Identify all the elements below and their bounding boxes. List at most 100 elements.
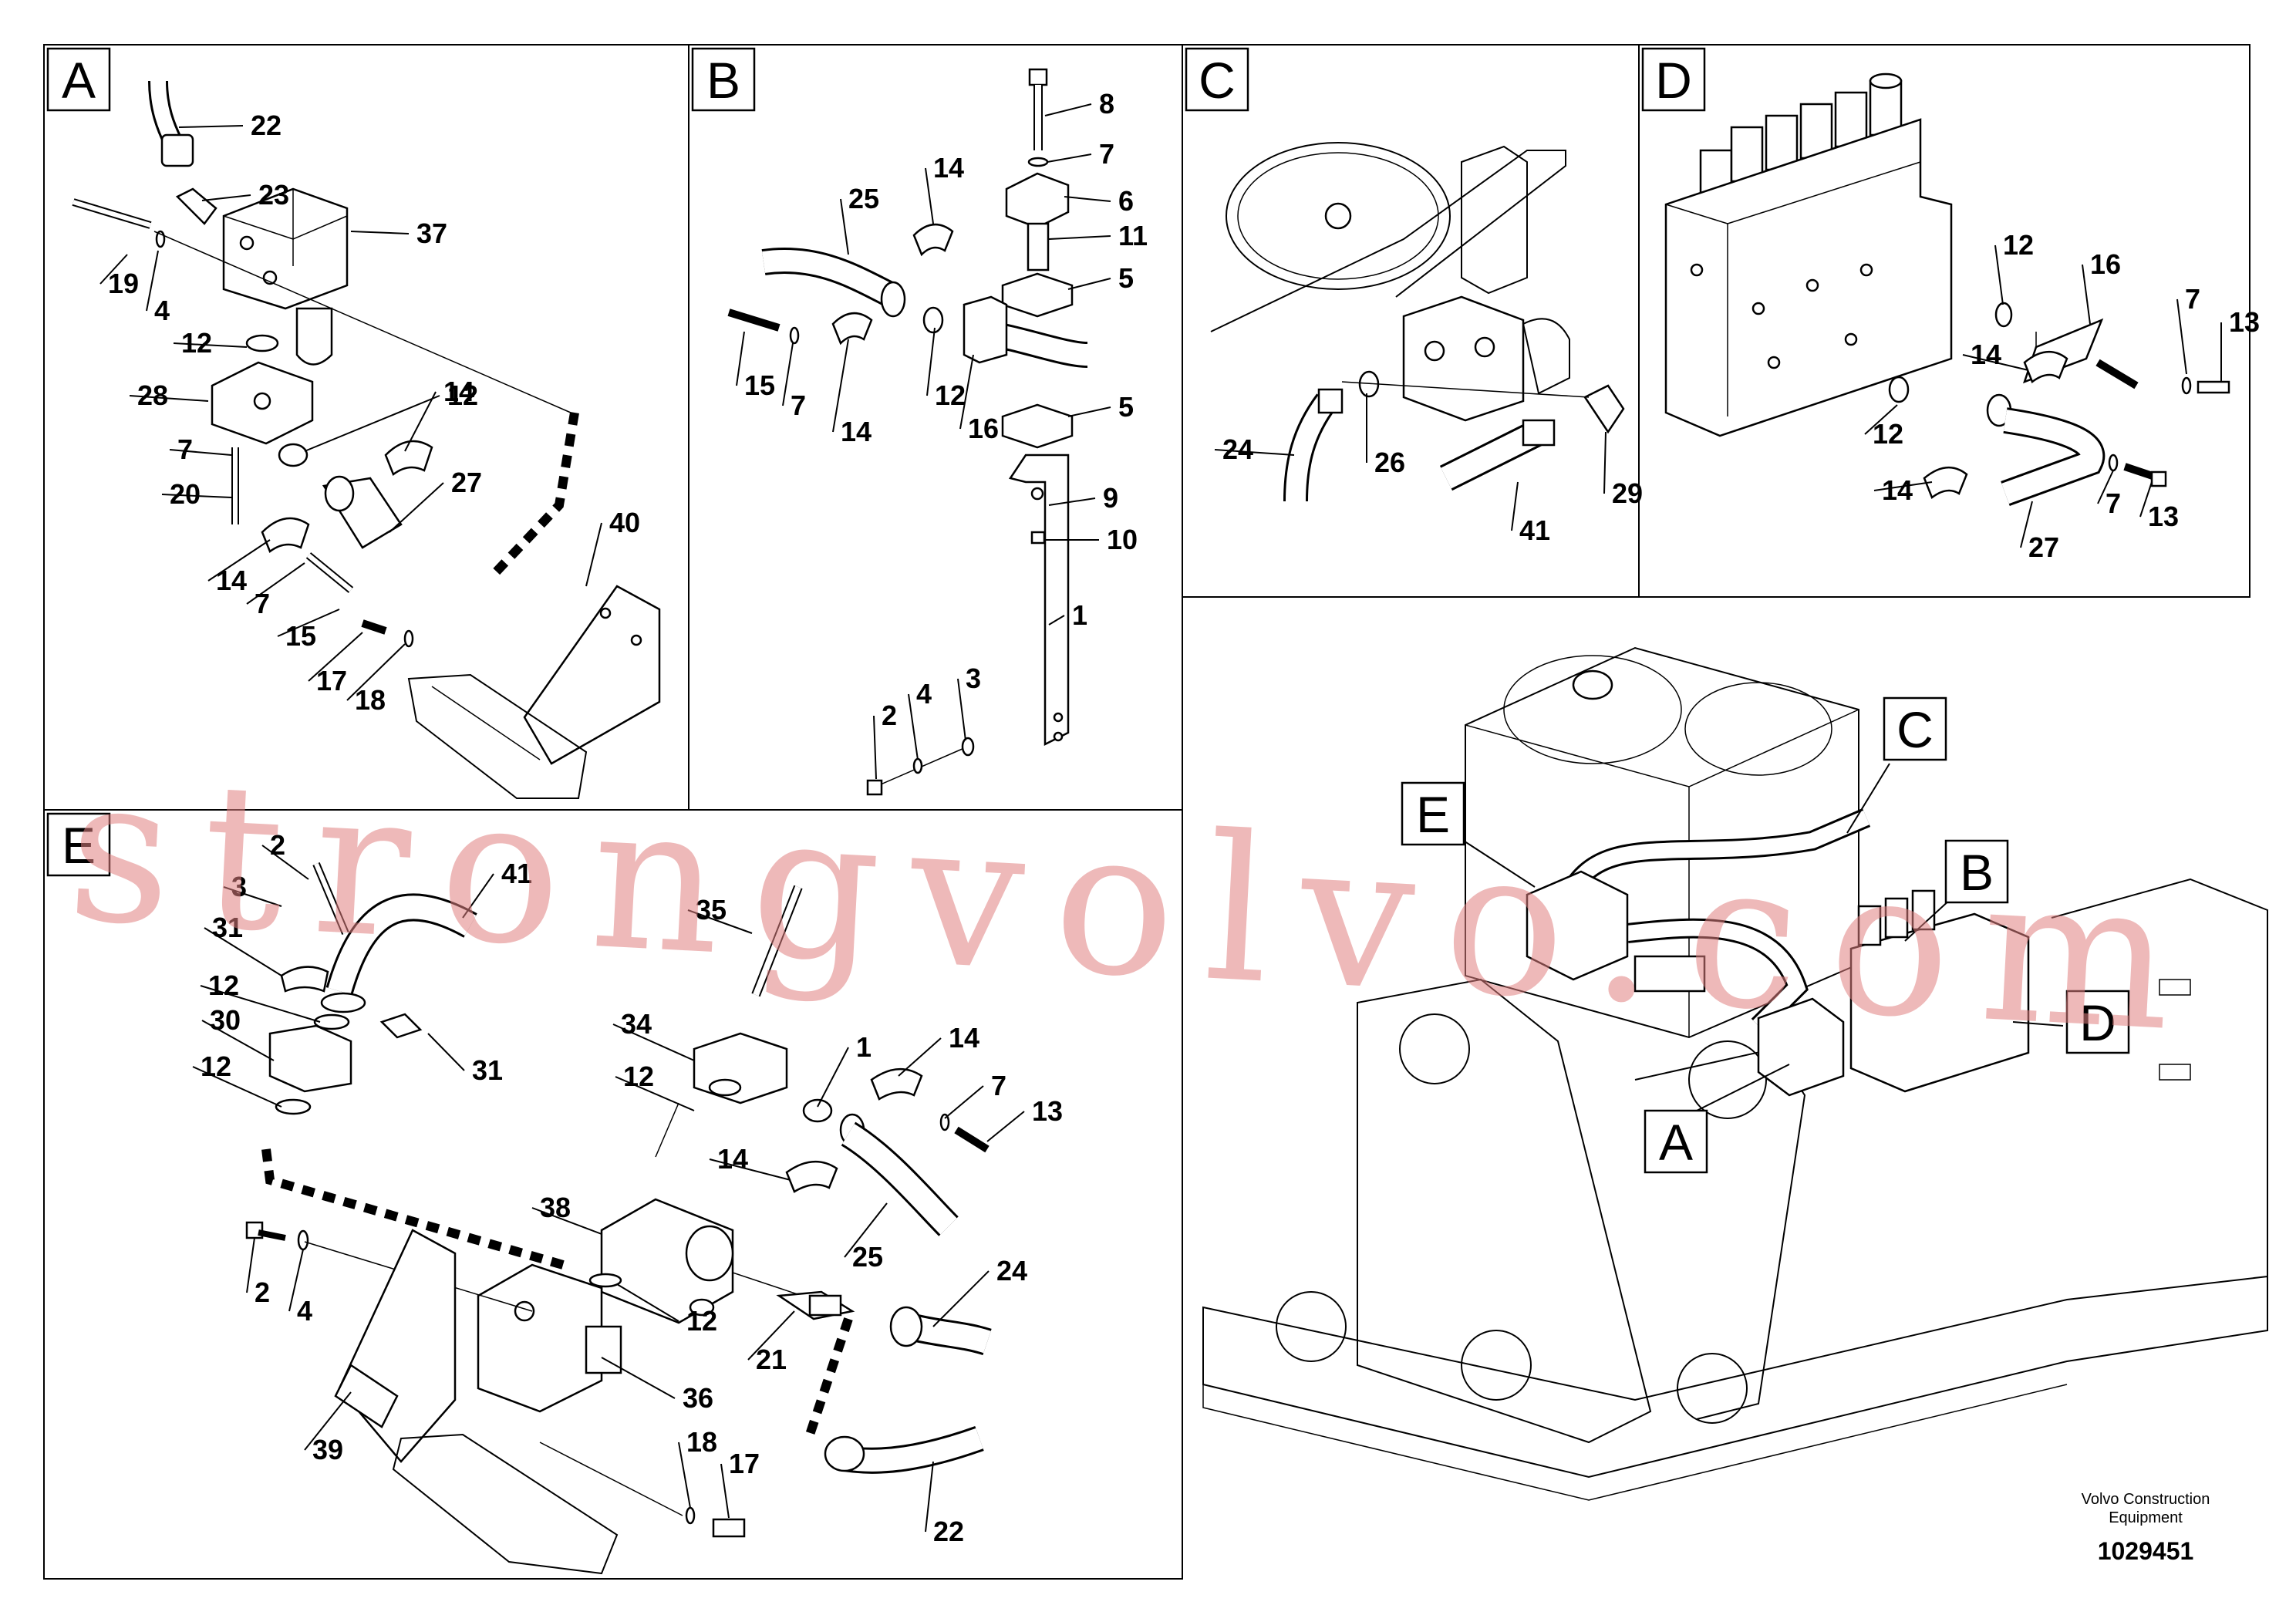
leader-line	[1864, 404, 1898, 435]
leader-line	[925, 1461, 934, 1533]
brand-line-2: Equipment	[2109, 1509, 2183, 1526]
callout-number: 12	[447, 379, 478, 411]
callout-number: 14	[841, 416, 872, 447]
callout-number: 15	[285, 620, 316, 652]
callout-number: 25	[848, 183, 879, 214]
leader-line	[832, 339, 849, 433]
leader-line	[246, 562, 305, 605]
leader-line	[161, 494, 232, 498]
leader-line	[308, 632, 363, 682]
callout-number: 12	[201, 1050, 231, 1082]
callout-number: 1	[1072, 599, 1087, 631]
callout-number: 7	[255, 588, 270, 619]
svg-text:A: A	[62, 52, 96, 109]
leader-line	[612, 1023, 695, 1061]
callout-number: 9	[1103, 482, 1118, 514]
leader-line	[908, 693, 919, 760]
leader-line	[720, 1463, 730, 1519]
callout-number: 28	[137, 379, 168, 411]
callout-number: 39	[312, 1434, 343, 1465]
callout-number: 7	[1099, 138, 1114, 170]
callout-number: 15	[744, 369, 775, 401]
callout-number: 24	[996, 1255, 1027, 1286]
callout-number: 31	[472, 1054, 503, 1086]
callout-number: 3	[231, 871, 247, 902]
leader-line	[2139, 481, 2153, 518]
svg-text:E: E	[1416, 786, 1450, 843]
callout-number: 18	[355, 684, 386, 716]
callout-number: 37	[416, 218, 447, 249]
callout-number: 25	[852, 1241, 883, 1273]
leader-line	[747, 1310, 795, 1361]
callout-number: 29	[1612, 477, 1643, 509]
callout-number: 12	[208, 969, 239, 1001]
leader-line	[389, 482, 444, 533]
callout-number: 16	[968, 413, 999, 444]
leader-line	[1603, 431, 1607, 494]
leader-line	[1067, 406, 1111, 417]
leader-line	[925, 167, 934, 224]
callout-number: 1	[856, 1031, 872, 1063]
callout-number: 7	[177, 433, 193, 465]
leader-line	[687, 909, 753, 934]
leader-line	[1064, 196, 1111, 202]
callout-number: 18	[686, 1426, 717, 1458]
leader-line	[531, 1207, 602, 1235]
leader-line	[1047, 153, 1092, 163]
leader-line	[350, 231, 410, 234]
callout-number: 10	[1107, 524, 1138, 555]
panel-label-a: A	[46, 47, 111, 112]
svg-text:C: C	[1896, 701, 1934, 758]
overview-callout-a: A	[1644, 1064, 1790, 1174]
callout-number: 7	[2106, 487, 2121, 519]
svg-text:C: C	[1199, 52, 1236, 109]
leader-line	[246, 1237, 255, 1293]
callout-number: 5	[1118, 262, 1134, 294]
callout-number: 26	[1374, 447, 1405, 478]
callout-number: 38	[540, 1192, 571, 1223]
leader-line	[146, 250, 159, 312]
leader-line	[1962, 354, 2029, 371]
callout-number: 12	[181, 327, 212, 359]
leader-line	[192, 1066, 282, 1108]
svg-text:B: B	[1960, 844, 1994, 901]
callout-number: 6	[1118, 185, 1134, 217]
callout-number: 14	[717, 1143, 748, 1175]
leader-line	[1044, 103, 1092, 116]
leader-line	[1214, 449, 1295, 456]
leader-line	[959, 354, 974, 430]
leader-line	[817, 1047, 849, 1108]
svg-text:D: D	[1655, 52, 1692, 109]
leader-line	[2020, 501, 2033, 548]
leader-line	[944, 1085, 984, 1119]
callout-number: 12	[2003, 229, 2034, 261]
leader-line	[840, 198, 849, 255]
leader-line	[932, 1270, 990, 1327]
leader-line	[99, 254, 128, 285]
leader-line	[957, 678, 966, 741]
callout-number: 21	[756, 1344, 787, 1375]
brand-line-1: Volvo Construction	[2082, 1491, 2210, 1508]
callout-number: 13	[1032, 1095, 1063, 1127]
panel-label-b: B	[691, 47, 756, 112]
callout-number: 41	[501, 858, 532, 889]
callout-number: 35	[696, 894, 727, 926]
callout-number: 7	[2185, 283, 2200, 315]
callout-number: 34	[621, 1008, 652, 1040]
leader-line	[178, 125, 244, 128]
panel-d-drawing	[1664, 73, 2230, 506]
callout-number: 12	[623, 1061, 654, 1092]
callout-number: 30	[210, 1004, 241, 1036]
leader-line	[462, 873, 494, 919]
leader-line	[926, 327, 936, 396]
callout-number: 13	[2148, 501, 2179, 532]
panel-label-d: D	[1641, 47, 1706, 112]
footer: Volvo Construction Equipment 1029451	[2082, 1491, 2210, 1565]
callout-number: 19	[108, 268, 139, 299]
callout-number: 12	[686, 1305, 717, 1337]
machine-overview	[1202, 646, 2268, 1501]
callout-number: 12	[935, 379, 966, 411]
panel-frames	[43, 44, 2250, 1580]
panel-label-e: E	[46, 812, 111, 877]
